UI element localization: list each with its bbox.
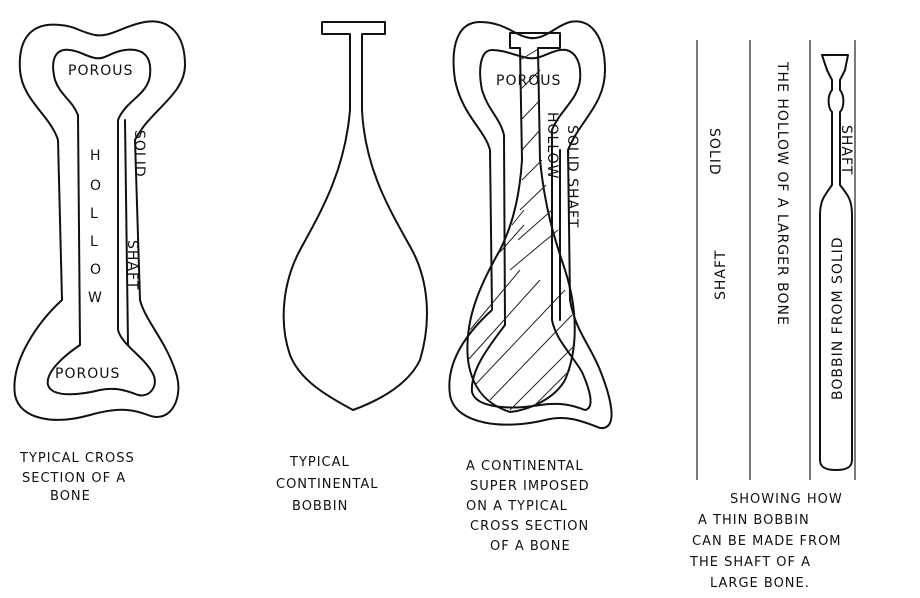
shaft-label-shaft: SHAFT: [713, 250, 729, 300]
shaft-label-solid: SOLID: [706, 128, 722, 176]
bobbin-label-from-solid: BOBBIN FROM SOLID: [830, 236, 846, 400]
hatch-line: [521, 100, 540, 120]
bobbin-drawing: TYPICAL CONTINENTAL BOBBIN: [276, 22, 427, 514]
hatch-line: [522, 160, 542, 180]
overlay-drawing: POROUS HOLLOW SOLID SHAFT A CONTINENTAL …: [449, 21, 611, 554]
hatch-line: [520, 185, 546, 210]
shaft-caption: SHOWING HOW A THIN BOBBIN CAN BE MADE FR…: [689, 492, 848, 591]
bone-solid-shaft-line: [125, 120, 128, 345]
overlay-label-porous: POROUS: [496, 73, 561, 89]
hatch-line: [510, 230, 558, 270]
bone-caption: TYPICAL CROSS SECTION OF A BONE: [19, 451, 140, 504]
bone-inner-outline: [48, 50, 155, 396]
bobbin-label-shaft: SHAFT: [838, 125, 854, 175]
overlay-label-hollow: HOLLOW: [544, 112, 560, 180]
bobbin-caption: TYPICAL CONTINENTAL BOBBIN: [276, 455, 384, 514]
hatch-line: [470, 270, 520, 330]
hatch-line: [535, 370, 570, 405]
bobbin-outline: [284, 22, 427, 410]
hatch-line: [522, 130, 540, 150]
bone-label-porous-bottom: POROUS: [55, 366, 120, 382]
shaft-diagram: SOLID SHAFT THE HOLLOW OF A LARGER BONE …: [689, 40, 855, 591]
bone-label-porous-top: POROUS: [68, 63, 133, 79]
bone-label-solid: SOLID: [131, 130, 147, 178]
overlay-label-solid-shaft: SOLID SHAFT: [564, 125, 580, 228]
shaft-label-hollow-of-bone: THE HOLLOW OF A LARGER BONE: [774, 61, 790, 326]
bone-label-shaft: SHAFT: [124, 240, 140, 290]
hatch-line: [518, 210, 552, 240]
overlay-caption: A CONTINENTAL SUPER IMPOSED ON A TYPICAL…: [466, 459, 595, 554]
